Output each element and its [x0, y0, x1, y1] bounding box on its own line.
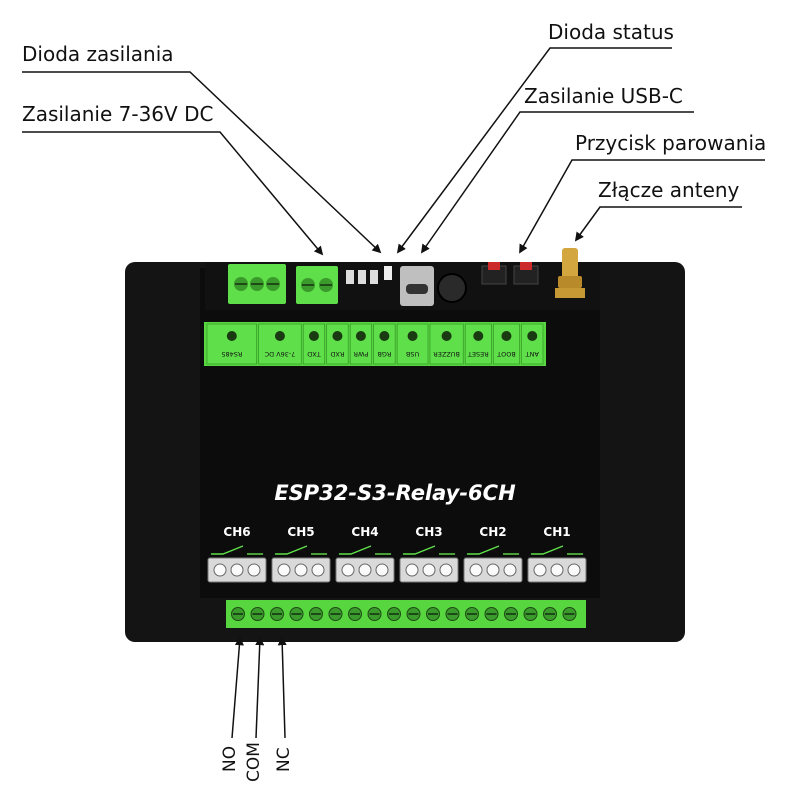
header-cell-label: 7-36V DC [264, 350, 295, 358]
header-cell-label: PWR [353, 350, 368, 358]
header-label-strip: RS485 7-36V DC TXD RXD PWR RGB USB BUZZER RESET B… [204, 322, 546, 366]
channel-label-ch4: CH4 [351, 525, 378, 539]
nc-terminal-label: NC [274, 747, 294, 772]
channel-label-ch5: CH5 [287, 525, 314, 539]
header-cell-7-36v-dc [258, 323, 302, 365]
relay-terminal-screw [277, 563, 291, 577]
pairing-button-label: Przycisk parowania [575, 131, 767, 155]
header-cell-buzzer [429, 323, 464, 365]
relay-terminal-screw [503, 563, 517, 577]
relay-terminal-screw [469, 563, 483, 577]
header-cell-icon [308, 331, 319, 341]
channel-label-ch3: CH3 [415, 525, 442, 539]
header-cell-label: TXD [307, 350, 321, 358]
header-cell-reset [464, 323, 492, 365]
header-cell-icon [274, 331, 285, 341]
header-cell-icon [407, 331, 418, 341]
header-cell-label: USB [406, 350, 419, 358]
channel-label-ch6: CH6 [223, 525, 250, 539]
channel-label-ch1: CH1 [543, 525, 570, 539]
rs485-terminal [228, 264, 286, 304]
header-cell-icon [355, 331, 366, 341]
relay-switch-symbol [211, 545, 244, 555]
usb-c-leader [420, 111, 694, 254]
header-cell-boot [493, 323, 520, 365]
nc-leader [277, 636, 287, 739]
relay-switch-symbol [467, 545, 500, 555]
led-indicators [346, 266, 392, 284]
relay-terminal-screw [422, 563, 436, 577]
channel-label-ch2: CH2 [479, 525, 506, 539]
header-cell-icon [501, 331, 512, 341]
status-led-label: Dioda status [548, 20, 674, 44]
header-cell-label: RXD [330, 350, 344, 358]
relay-terminal-screw [294, 563, 308, 577]
header-cell-label: RESET [468, 350, 489, 358]
header-cell-icon [527, 331, 538, 341]
header-cell-label: ANT [526, 350, 539, 358]
header-cell-icon [441, 331, 452, 341]
header-cell-label: RGB [377, 350, 391, 358]
power-supply-label: Zasilanie 7-36V DC [22, 102, 214, 126]
antenna-sma-connector [555, 248, 585, 298]
relay-terminal-screw [358, 563, 372, 577]
relay-terminal-screw [375, 563, 389, 577]
antenna-leader [574, 206, 742, 242]
relay-terminal-screw [213, 563, 227, 577]
header-cell-icon [226, 331, 237, 341]
usb-c-port [400, 266, 434, 306]
no-terminal-label: NO [220, 745, 240, 772]
relay-terminal-screw [439, 563, 453, 577]
relay-terminal-screw [405, 563, 419, 577]
com-leader [255, 636, 265, 739]
header-cell-ant [521, 323, 544, 365]
header-cell-icon [473, 331, 484, 341]
pairing-button-leader [519, 159, 765, 254]
relay-terminal-screw [230, 563, 244, 577]
relay-terminal-screw [486, 563, 500, 577]
usb-c-power-label: Zasilanie USB-C [524, 84, 683, 108]
header-cell-rxd [326, 323, 349, 365]
header-cell-label: BOOT [497, 350, 516, 358]
header-cell-usb [396, 323, 429, 365]
no-leader [231, 636, 244, 739]
bottom-terminal-strip [226, 600, 586, 628]
relay-terminal-screw [550, 563, 564, 577]
relay-switch-symbol [531, 545, 564, 555]
callout-lines [22, 47, 765, 256]
antenna-connector-label: Złącze anteny [598, 178, 740, 202]
relay-terminal-screw [247, 563, 261, 577]
board-title: ESP32-S3-Relay-6CH [274, 481, 516, 505]
header-cell-icon [332, 331, 343, 341]
header-cell-label: BUZZER [433, 350, 460, 358]
relay-terminal-screw [341, 563, 355, 577]
channel-group: CH6 CH5 CH4 CH3 CH2 CH1 [207, 525, 587, 583]
header-cell-rs485 [206, 323, 257, 365]
relay-switch-symbol [275, 545, 308, 555]
relay-terminal-screw [533, 563, 547, 577]
power-led-leader [22, 71, 382, 254]
power-led-label: Dioda zasilania [22, 42, 174, 66]
relay-switch-symbol [339, 545, 372, 555]
header-cell-rgb [373, 323, 396, 365]
header-cell-pwr [349, 323, 372, 365]
buzzer [437, 273, 467, 303]
header-cell-label: RS485 [221, 350, 242, 358]
power-terminal [296, 266, 338, 304]
reset-boot-buttons [481, 262, 539, 285]
status-led-leader [396, 47, 672, 254]
enclosure-top-panel [200, 268, 600, 598]
power-supply-leader [22, 131, 324, 256]
relay-terminal-screw [567, 563, 581, 577]
header-cell-icon [379, 331, 390, 341]
relay-switch-symbol [403, 545, 436, 555]
header-cell-txd [302, 323, 326, 365]
terminal-callout-lines [231, 636, 287, 739]
relay-terminal-screw [311, 563, 325, 577]
com-terminal-label: COM [244, 742, 264, 782]
